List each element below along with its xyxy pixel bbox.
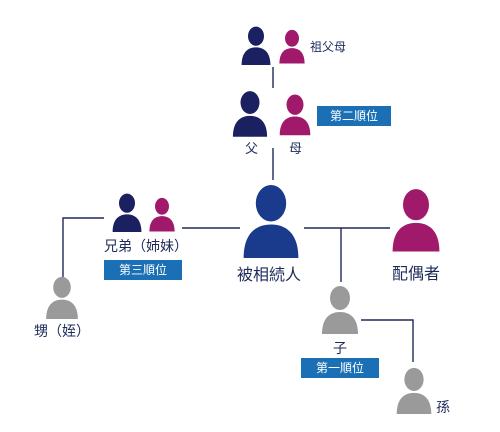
child-icon (322, 286, 358, 334)
badge-third-order: 第三順位 (104, 260, 182, 280)
nephew-niece-icon (46, 276, 78, 319)
connector-child-to-grandchild (361, 319, 414, 362)
grandchild-label: 孫 (436, 400, 450, 416)
child-label: 子 (333, 341, 347, 357)
grandmother-icon (279, 29, 305, 64)
spouse-label: 配偶者 (392, 264, 441, 283)
sister-icon (149, 197, 175, 232)
grandfather-icon (241, 26, 271, 65)
nephew-niece-label: 甥（姪） (34, 324, 90, 340)
decedent-icon (243, 185, 299, 258)
connector-siblings-to-nephew (62, 217, 104, 278)
badge-first-order: 第一順位 (301, 358, 379, 378)
mother-label: 母 (289, 142, 303, 157)
father-label: 父 (245, 142, 259, 157)
siblings-label: 兄弟（姉妹） (104, 239, 188, 255)
spouse-icon (392, 189, 440, 252)
father-icon (232, 91, 268, 137)
decedent-label: 被相続人 (237, 265, 302, 284)
badge-second-order: 第二順位 (317, 106, 391, 126)
grandparents-label: 祖父母 (310, 40, 347, 54)
mother-icon (279, 94, 311, 136)
grandchild-icon (396, 367, 432, 414)
brother-icon (112, 193, 142, 232)
